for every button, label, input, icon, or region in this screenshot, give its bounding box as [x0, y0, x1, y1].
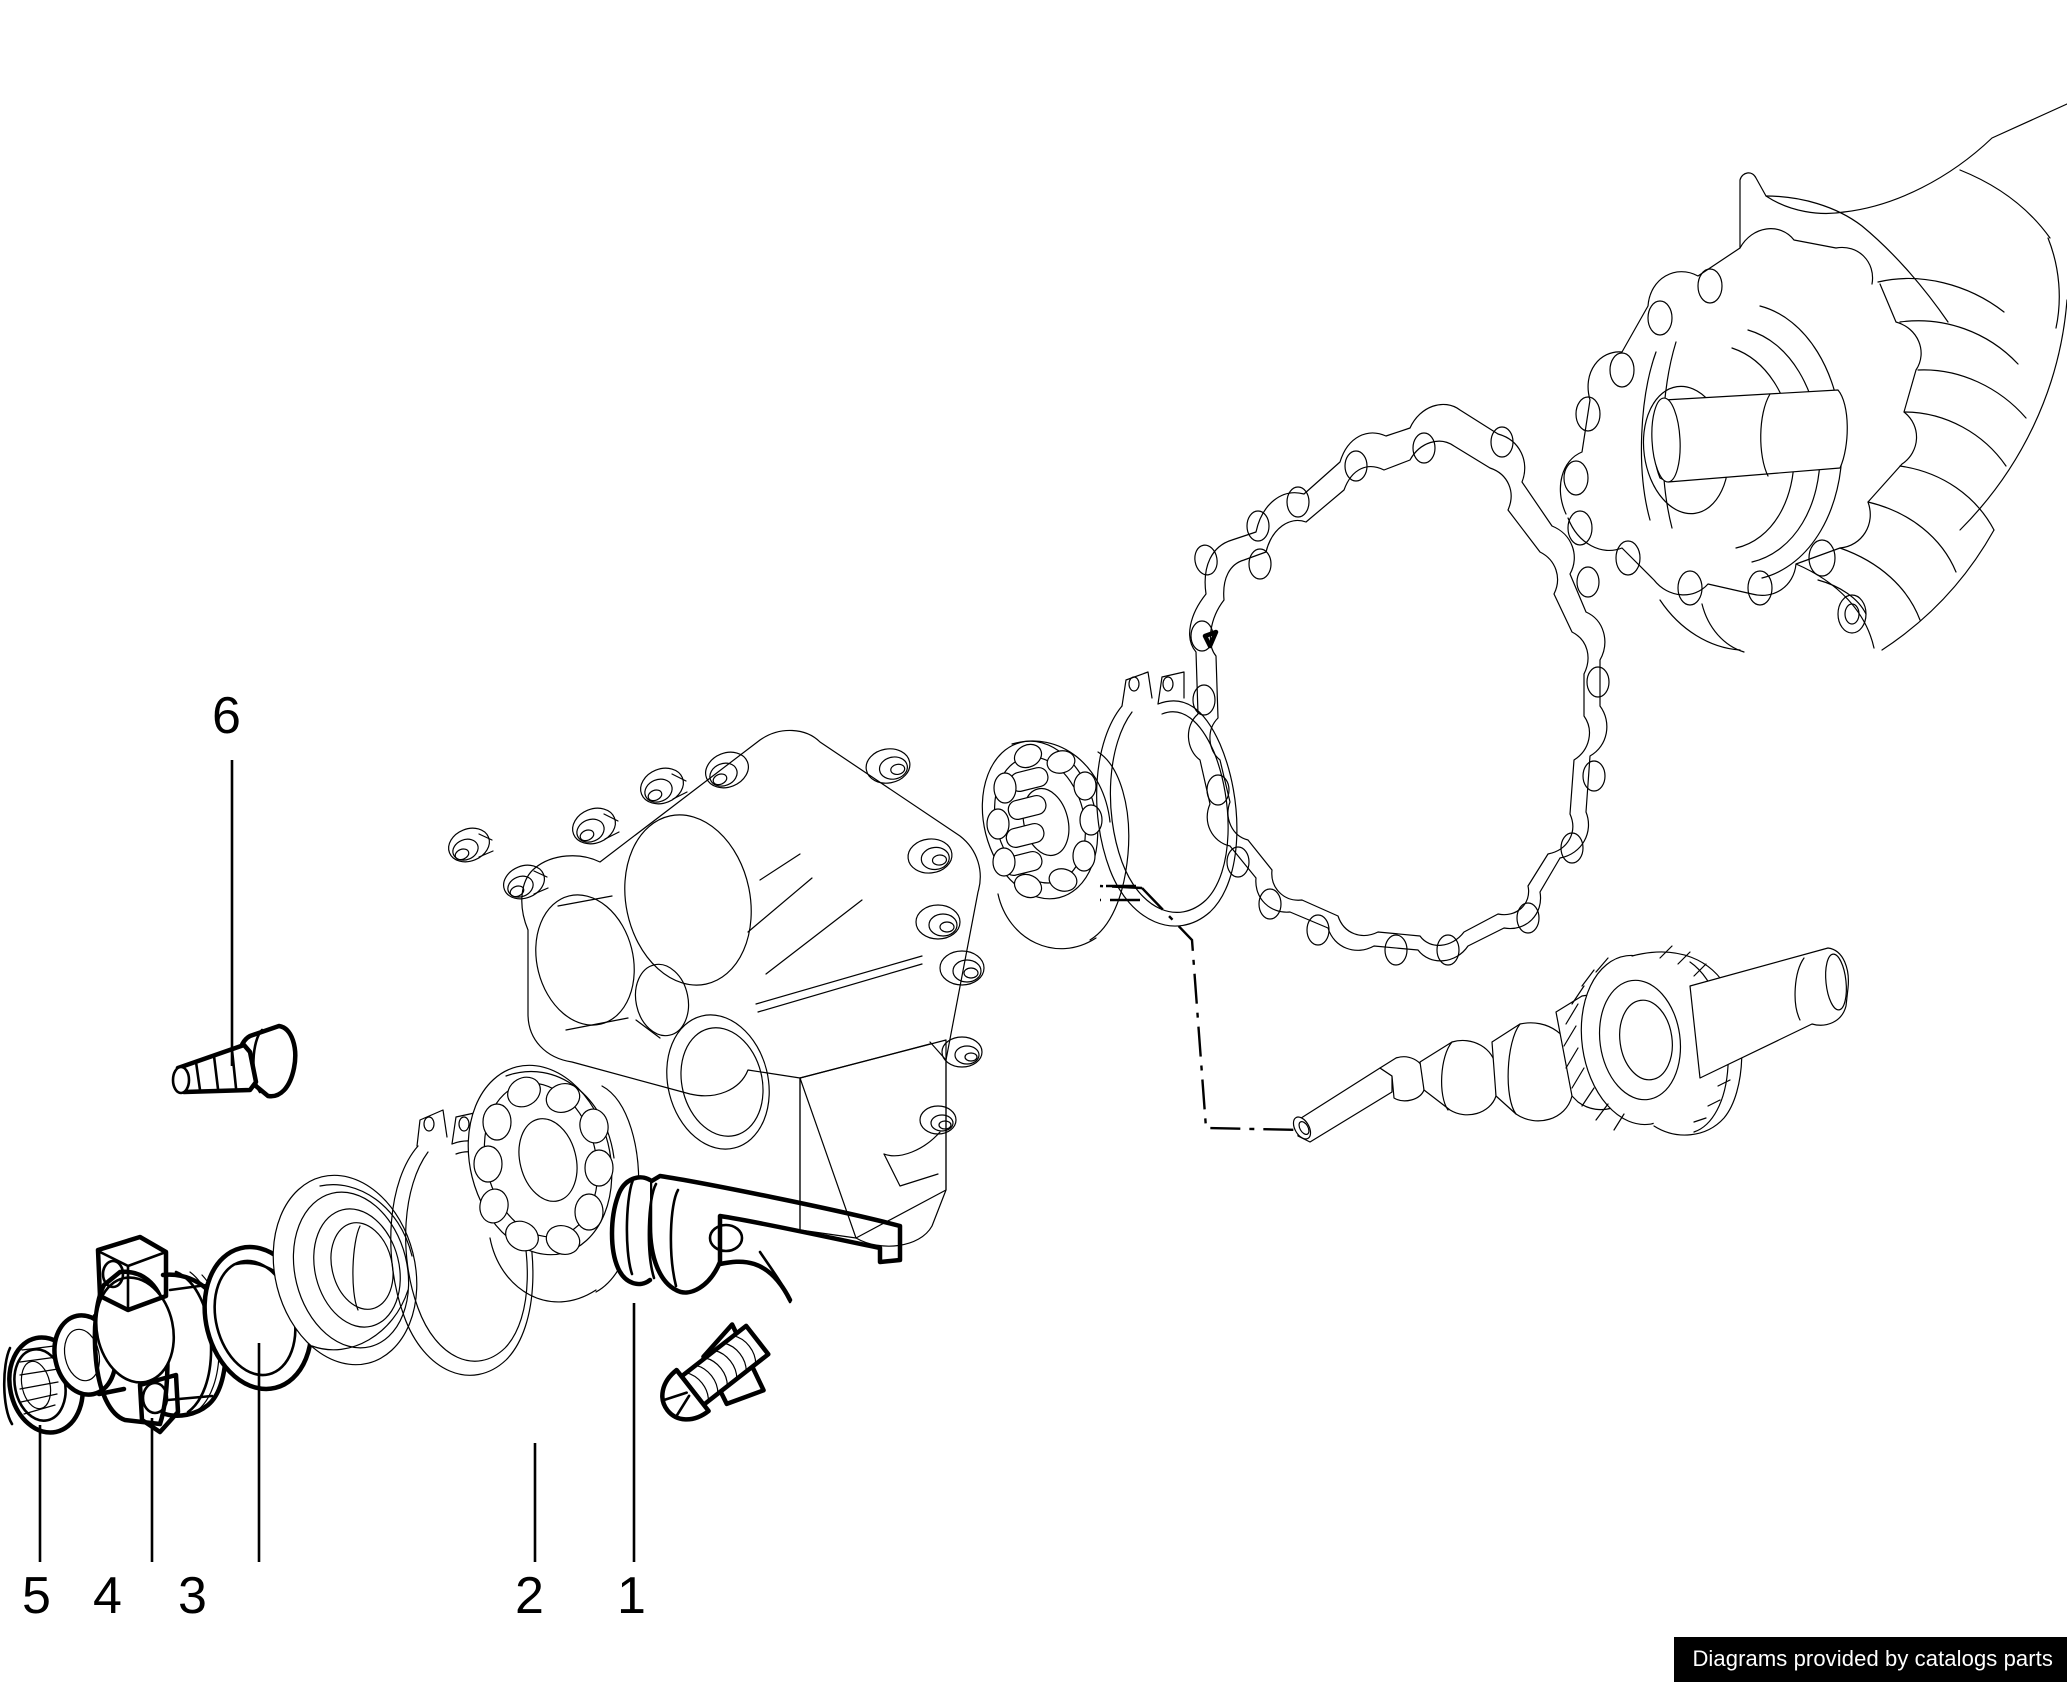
part-roller-bearing [981, 740, 1130, 950]
callout-number-4: 4 [93, 1567, 122, 1625]
part-flange-bolt [171, 1023, 298, 1099]
part-snap-ring-right [1096, 671, 1238, 927]
callout-number-6: 6 [212, 687, 241, 745]
callout-number-5: 5 [22, 1567, 51, 1625]
part-self-tapping-screw [660, 1322, 771, 1422]
part-gasket [1187, 403, 1610, 966]
callout-number-2: 2 [515, 1567, 544, 1625]
alignment-centerline [1099, 884, 1303, 1132]
part-shift-fork [609, 1173, 903, 1304]
part-adapter-housing [448, 729, 985, 1247]
part-transmission-case [1559, 103, 2067, 653]
part-output-shaft-gear [1292, 945, 1849, 1143]
watermark-banner: Diagrams provided by catalogs parts [1674, 1637, 2067, 1682]
callout-number-3: 3 [178, 1567, 207, 1625]
callout-number-1: 1 [617, 1567, 646, 1625]
callout-leaders [38, 760, 636, 1562]
part-ball-bearing [467, 1064, 640, 1303]
